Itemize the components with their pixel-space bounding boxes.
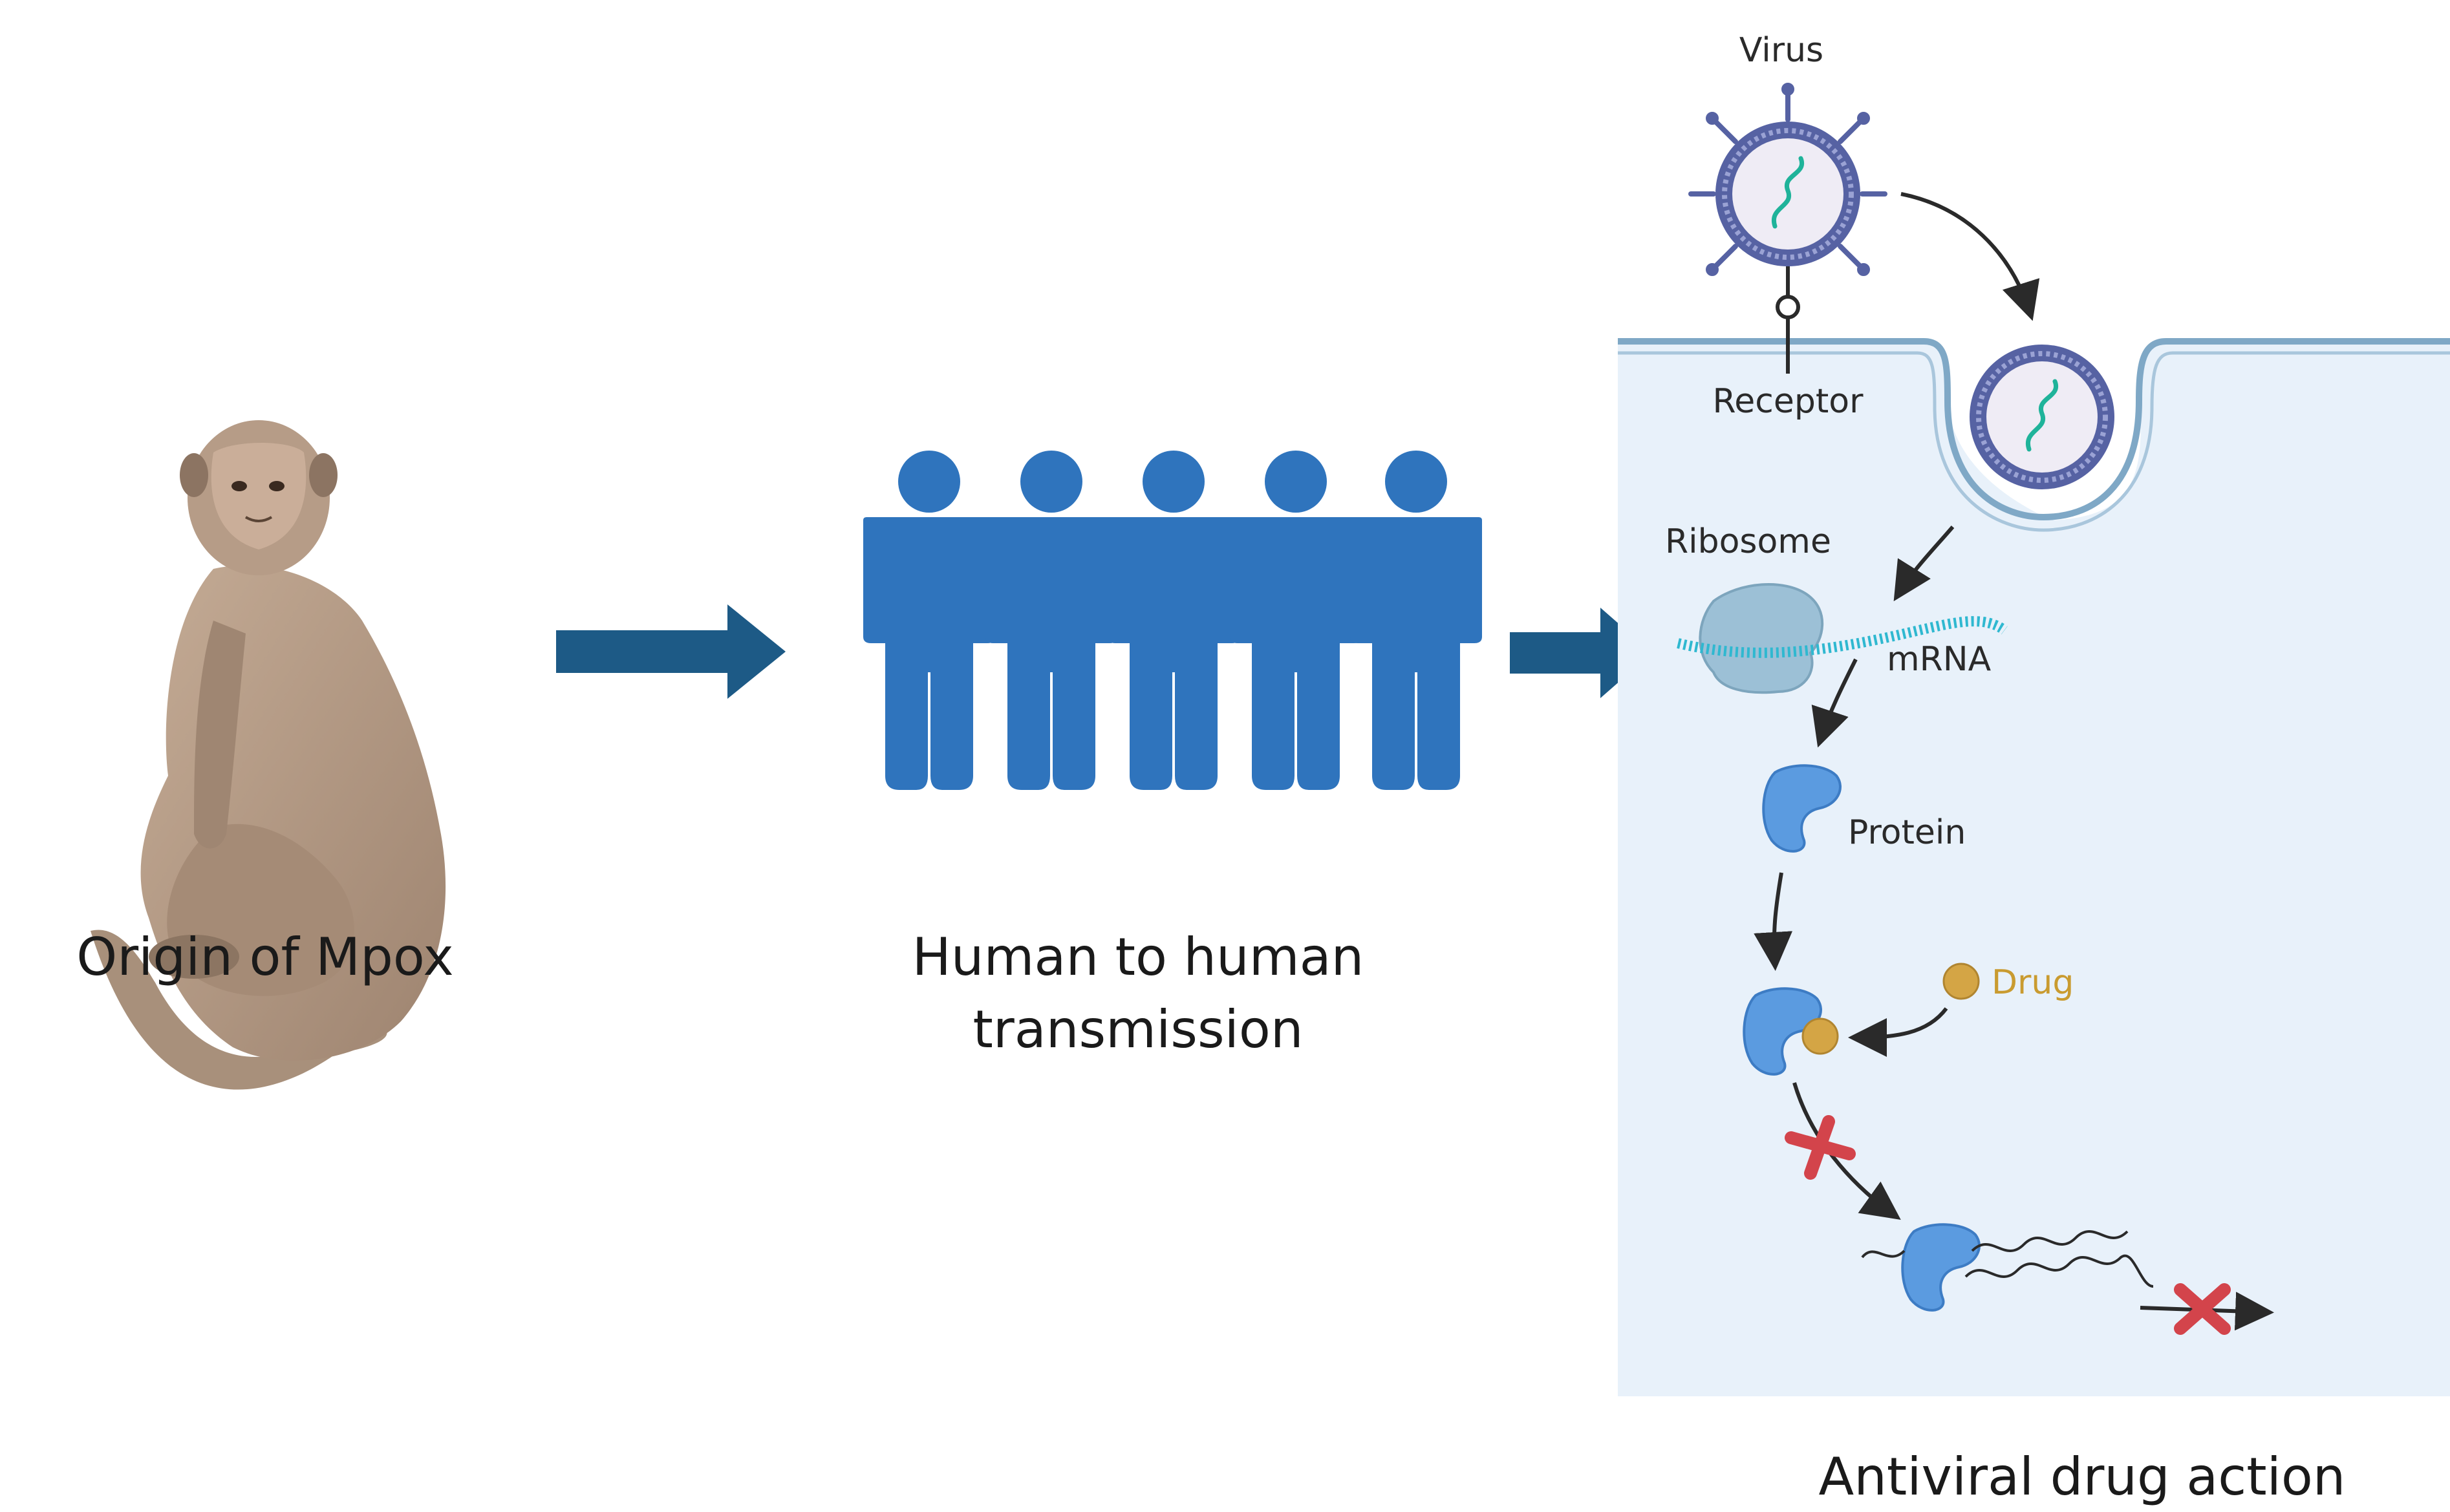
flow-arrow-1 xyxy=(556,604,786,699)
ribosome-icon xyxy=(1699,583,1824,694)
person-icon xyxy=(1108,451,1240,790)
drug-label: Drug xyxy=(1992,963,2074,1002)
drug-arrow xyxy=(1848,1007,1948,1057)
flow-arrow-2 xyxy=(1510,608,1652,698)
monkey-illustration xyxy=(91,420,446,1090)
caption-transmission-line1: Human to human xyxy=(912,927,1364,987)
virus-icon xyxy=(1688,83,1887,276)
mrna-strand xyxy=(1677,616,2008,658)
person-icon xyxy=(863,451,995,790)
caption-origin: Origin of Mpox xyxy=(76,927,453,987)
receptor-icon xyxy=(1776,266,1800,374)
people-group-icon xyxy=(863,451,1482,790)
person-icon xyxy=(985,451,1117,790)
entry-arrow xyxy=(1900,192,2040,321)
protein-icon xyxy=(1762,764,1842,853)
release-arrow xyxy=(1893,526,1955,602)
cell-membrane xyxy=(1618,338,2450,521)
ribosome-label: Ribosome xyxy=(1665,522,1831,561)
caption-transmission-line2: transmission xyxy=(972,999,1303,1059)
mrna-label: mRNA xyxy=(1887,640,1992,679)
virus-label: Virus xyxy=(1739,31,1823,70)
person-icon xyxy=(1350,451,1482,790)
drug-molecule-icon xyxy=(1942,963,1980,1000)
replication-protein-icon xyxy=(1861,1223,2154,1312)
person-icon xyxy=(1230,451,1362,790)
cross-icon xyxy=(2174,1283,2231,1335)
blocked-arrow xyxy=(1792,1082,1901,1220)
protein-label: Protein xyxy=(1848,813,1966,852)
translation-arrow xyxy=(1811,658,1858,748)
internalized-virus-icon xyxy=(1970,345,2114,489)
caption-antiviral: Antiviral drug action xyxy=(1819,1447,2346,1507)
protein-arrow xyxy=(1754,872,1793,971)
cross-icon xyxy=(1785,1115,1856,1180)
receptor-label: Receptor xyxy=(1713,382,1864,421)
protein-drug-complex-icon xyxy=(1743,987,1839,1076)
